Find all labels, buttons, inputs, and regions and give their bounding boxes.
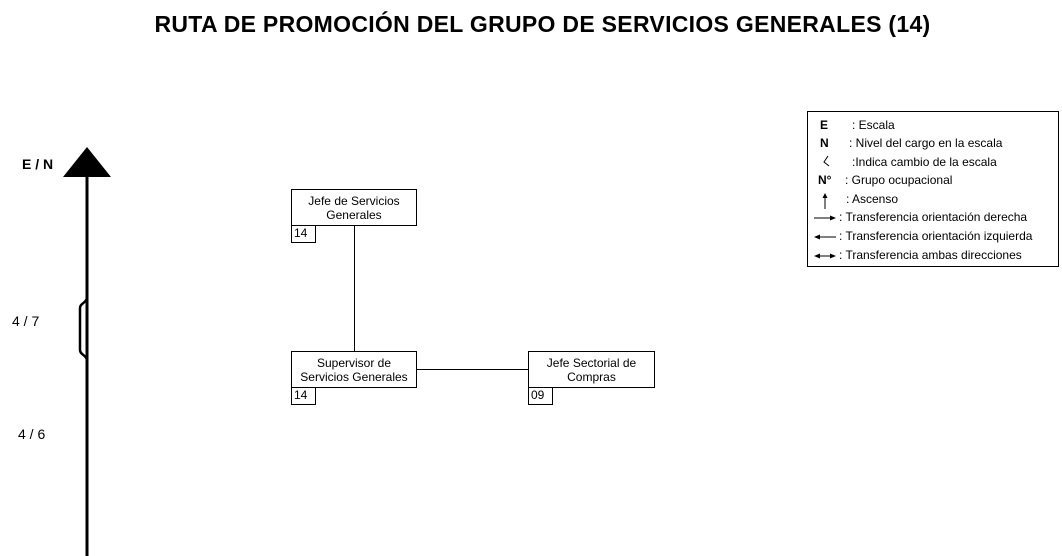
scale-range-label: 4 / 7 <box>12 313 40 329</box>
arrow-left-icon <box>814 234 836 240</box>
legend-text: :Indica cambio de la escala <box>852 155 997 169</box>
axis-arrowhead-icon <box>63 147 111 177</box>
position-box-jefe-servicios-generales: Jefe de Servicios Generales <box>291 189 417 226</box>
legend-text: : Grupo ocupacional <box>845 173 953 187</box>
legend-text: : Transferencia orientación izquierda <box>839 229 1033 243</box>
position-title: Jefe de Servicios Generales <box>308 193 400 222</box>
position-code: 09 <box>528 387 553 405</box>
position-title: Jefe Sectorial de Compras <box>546 355 637 384</box>
position-code: 14 <box>291 225 316 243</box>
scale-axis <box>63 147 111 556</box>
arrow-up-icon <box>822 193 828 209</box>
legend-symbol: N° <box>818 173 832 187</box>
arrow-right-icon <box>814 215 836 221</box>
legend-text: : Escala <box>852 118 895 132</box>
transfer-connector <box>417 369 528 370</box>
position-title: Supervisor de Servicios Generales <box>300 355 408 384</box>
legend-symbol: E <box>820 118 829 132</box>
legend-symbol: N <box>820 136 829 150</box>
arrow-both-icon <box>814 253 836 259</box>
position-code: 14 <box>291 387 316 405</box>
scale-range-label: 4 / 6 <box>18 426 46 442</box>
scale-brace-icon <box>78 296 89 362</box>
position-box-supervisor-servicios-generales: Supervisor de Servicios Generales <box>291 351 417 388</box>
diagram-title: RUTA DE PROMOCIÓN DEL GRUPO DE SERVICIOS… <box>154 11 931 37</box>
legend-text: : Transferencia ambas direcciones <box>839 248 1022 262</box>
axis-label: E / N <box>22 156 54 172</box>
legend: E : Escala N : Nivel del cargo en la esc… <box>807 111 1059 267</box>
legend-text: : Ascenso <box>846 192 899 206</box>
legend-text: : Nivel del cargo en la escala <box>849 136 1003 150</box>
position-box-jefe-sectorial-compras: Jefe Sectorial de Compras <box>528 351 655 388</box>
promotion-connector <box>354 226 355 352</box>
scale-change-icon <box>823 155 830 167</box>
legend-text: : Transferencia orientación derecha <box>839 210 1028 224</box>
